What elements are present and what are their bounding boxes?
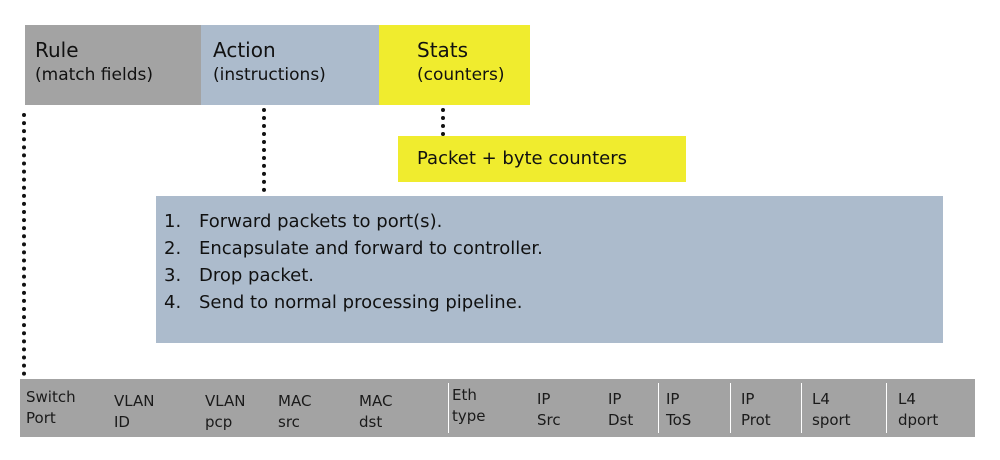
field-line1: MAC [359, 392, 393, 410]
match-field: MAC src [278, 379, 311, 437]
field-separator [448, 383, 449, 433]
action-text: Forward packets to port(s). [199, 211, 443, 232]
action-text: Send to normal processing pipeline. [199, 292, 523, 313]
field-line1: IP [741, 390, 755, 408]
stats-title: Stats [417, 38, 469, 62]
field-line1: Switch [26, 388, 76, 406]
field-line1: MAC [278, 392, 312, 410]
field-line1: L4 [812, 390, 830, 408]
rule-header: Rule (match fields) [25, 25, 201, 105]
action-connector [262, 108, 266, 192]
field-separator [801, 383, 802, 433]
field-line2: dst [359, 413, 383, 431]
match-field: IP Dst [608, 379, 633, 437]
match-field: IP ToS [666, 379, 691, 437]
action-item: 2. Encapsulate and forward to controller. [164, 235, 943, 262]
action-number: 3. [164, 265, 182, 286]
field-line2: sport [812, 411, 851, 429]
counters-box: Packet + byte counters [398, 136, 686, 182]
field-separator [730, 383, 731, 433]
field-line2: pcp [205, 413, 233, 431]
action-item: 3. Drop packet. [164, 262, 943, 289]
action-number: 1. [164, 211, 182, 232]
field-line1: IP [537, 390, 551, 408]
field-line2: type [452, 407, 486, 425]
match-field: VLAN pcp [205, 379, 245, 437]
stats-header: Stats (counters) [379, 25, 530, 105]
action-header: Action (instructions) [201, 25, 379, 105]
rule-title: Rule [35, 38, 79, 62]
match-field: VLAN ID [114, 379, 154, 437]
rule-connector [22, 113, 26, 376]
field-line2: Src [537, 411, 561, 429]
match-field: IP Prot [741, 379, 771, 437]
match-field: MAC dst [359, 379, 392, 437]
match-field: IP Src [537, 379, 561, 437]
match-field: L4 dport [898, 379, 938, 437]
action-text: Encapsulate and forward to controller. [199, 238, 543, 259]
field-line1: VLAN [205, 392, 246, 410]
field-line2: ToS [666, 411, 692, 429]
action-item: 1. Forward packets to port(s). [164, 208, 943, 235]
field-line2: dport [898, 411, 939, 429]
rule-subtitle: (match fields) [35, 65, 153, 85]
field-line2: ID [114, 413, 130, 431]
actions-list: 1. Forward packets to port(s). 2. Encapsul… [164, 208, 943, 316]
counters-label: Packet + byte counters [417, 148, 627, 169]
field-line2: Port [26, 409, 56, 427]
stats-connector [441, 108, 445, 136]
field-line2: Dst [608, 411, 634, 429]
action-text: Drop packet. [199, 265, 315, 286]
field-separator [886, 383, 887, 433]
field-line1: VLAN [114, 392, 155, 410]
match-field: L4 sport [812, 379, 851, 437]
action-item: 4. Send to normal processing pipeline. [164, 289, 943, 316]
action-number: 4. [164, 292, 182, 313]
action-number: 2. [164, 238, 182, 259]
stats-subtitle: (counters) [417, 65, 505, 85]
action-subtitle: (instructions) [213, 65, 326, 85]
field-line1: L4 [898, 390, 916, 408]
field-separator [658, 383, 659, 433]
field-line1: IP [666, 390, 680, 408]
actions-list-box: 1. Forward packets to port(s). 2. Encapsul… [156, 196, 943, 343]
field-line1: Eth [452, 386, 477, 404]
action-title: Action [213, 38, 276, 62]
match-field: Eth type [452, 379, 486, 437]
field-line2: src [278, 413, 300, 431]
field-line2: Prot [741, 411, 771, 429]
field-line1: IP [608, 390, 622, 408]
